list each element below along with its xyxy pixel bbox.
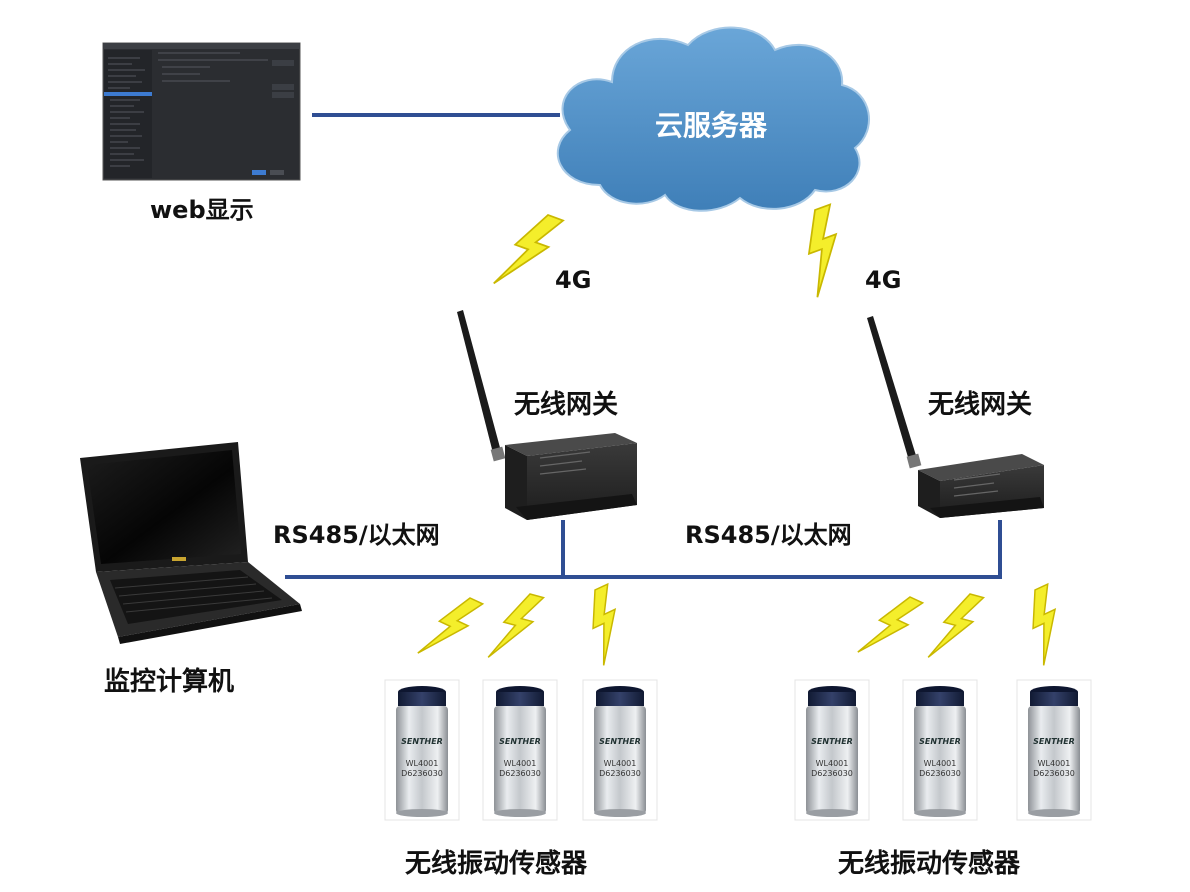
sensor-brand: SENTHER [499,737,541,746]
cellular-link-right-label: 4G [865,266,901,294]
web-display-titlebar [103,43,300,49]
web-display-ok-button [252,170,266,175]
lightning-icon [857,586,924,669]
sensor-group-left-label: 无线振动传感器 [405,849,588,879]
sensor-brand: SENTHER [811,737,853,746]
web-display-label: web显示 [150,196,254,224]
sensor-serial: D6236030 [599,769,641,778]
web-display-button [272,60,294,66]
sensor-group-right-label: 无线振动传感器 [838,849,1021,879]
web-display-cancel-button [270,170,284,175]
sensor-brand: SENTHER [919,737,961,746]
sensor-serial: D6236030 [919,769,961,778]
sensor-brand: SENTHER [599,737,641,746]
sensor-serial: D6236030 [811,769,853,778]
antenna-icon [457,310,506,462]
web-display-button [272,84,294,90]
lightning-icon [788,203,860,299]
lightning-icon [487,587,545,668]
gateway-left: 无线网关 [457,310,637,520]
sensor-model: WL4001 [504,759,537,768]
cloud-shape [556,26,870,212]
cellular-link-left: 4G [492,204,591,300]
web-display-content-lines [158,52,268,82]
web-display: web显示 [102,42,301,224]
web-display-sidebar [104,50,152,178]
gateway-box [505,433,637,520]
sensor-group-right: SENTHER WL4001 D6236030 SENTHER WL4001 D… [794,583,1092,879]
vibration-sensor: SENTHER WL4001 D6236030 [482,679,558,821]
web-display-button [272,92,294,98]
vibration-sensor: SENTHER WL4001 D6236030 [582,679,658,821]
vibration-sensor: SENTHER WL4001 D6236030 [1016,679,1092,821]
cellular-link-right: 4G [788,203,901,299]
gateway-left-label: 无线网关 [514,390,618,420]
cellular-link-left-label: 4G [555,266,591,294]
web-display-sidebar-active [104,92,152,96]
cloud-server-label: 云服务器 [655,109,768,142]
gateway-right: 无线网关 [867,316,1044,518]
gateway-right-label: 无线网关 [928,390,1032,420]
sensor-model: WL4001 [604,759,637,768]
sensor-serial: D6236030 [499,769,541,778]
lightning-icon [572,583,639,667]
vibration-sensor: SENTHER WL4001 D6236030 [794,679,870,821]
monitor-computer: 监控计算机 [80,442,302,697]
vibration-sensor: SENTHER WL4001 D6236030 [384,679,460,821]
antenna-icon [867,316,922,469]
sensor-model: WL4001 [816,759,849,768]
sensor-brand: SENTHER [1033,737,1075,746]
connection-lines [285,113,1002,579]
sensor-model: WL4001 [1038,759,1071,768]
sensor-model: WL4001 [406,759,439,768]
lightning-icon [492,204,564,300]
lightning-icon [1012,583,1079,667]
lightning-icon [927,587,985,668]
cloud-server: 云服务器 [556,26,870,212]
laptop-icon [80,442,302,644]
sensor-group-left: SENTHER WL4001 D6236030 SENTHER WL4001 D… [384,583,658,879]
sensor-serial: D6236030 [1033,769,1075,778]
vibration-sensor: SENTHER WL4001 D6236030 [902,679,978,821]
web-display-sidebar-lines [108,57,145,167]
sensor-model: WL4001 [924,759,957,768]
gateway-box [918,454,1044,518]
sensor-brand: SENTHER [401,737,443,746]
sensor-serial: D6236030 [401,769,443,778]
bus-left-label: RS485/以太网 [273,521,440,549]
bus-right-label: RS485/以太网 [685,521,852,549]
monitor-computer-label: 监控计算机 [104,666,234,697]
lightning-icon [417,587,484,670]
